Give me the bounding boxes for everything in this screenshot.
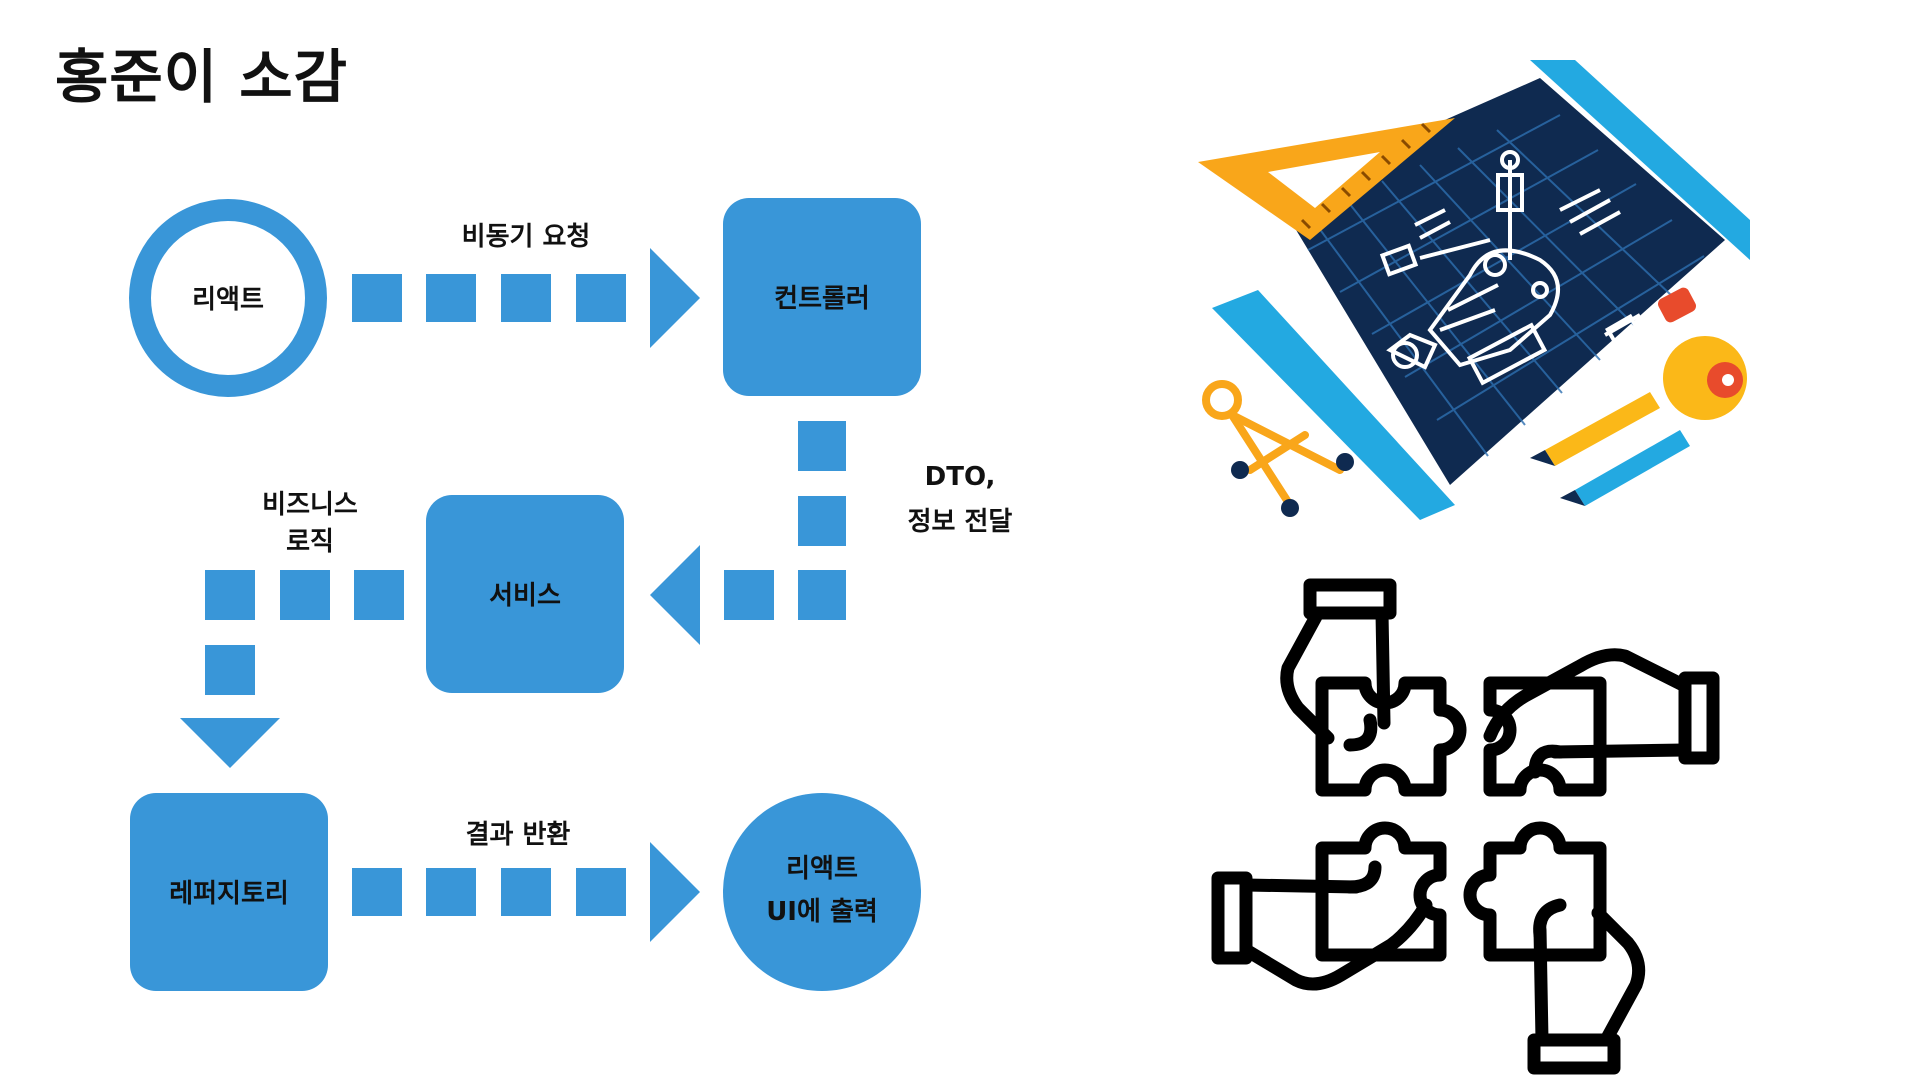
page-title: 홍준이 소감	[55, 43, 348, 111]
pencil-blue	[1575, 430, 1690, 506]
node-react-end-label-line2: UI에 출력	[766, 897, 878, 927]
edge-label-async-request: 비동기 요청	[462, 222, 591, 252]
puzzle-hands-illustration	[1211, 578, 1720, 1075]
node-react-start	[129, 199, 327, 397]
blueprint-illustration	[1198, 60, 1750, 520]
pencil-yellow	[1545, 392, 1660, 466]
node-controller	[723, 198, 921, 396]
node-react-end-label-line1: 리액트	[786, 854, 858, 884]
blueprint-front-roll	[1212, 290, 1455, 520]
edge-label-dto-line2: 정보 전달	[908, 507, 1013, 537]
edge-label-dto-line1: DTO,	[925, 462, 996, 492]
set-square	[1198, 118, 1455, 240]
arrow-repository-to-react-ui	[352, 842, 700, 942]
blueprint-sheet	[1275, 78, 1725, 485]
arrow-controller-to-service	[650, 421, 846, 645]
node-controller-label: 컨트롤러	[774, 284, 870, 314]
node-service-label: 서비스	[489, 581, 561, 611]
edge-label-return-result: 결과 반환	[466, 820, 571, 850]
node-react-start-label: 리액트	[192, 285, 264, 315]
tape-measure	[1663, 336, 1747, 420]
arrow-react-to-controller	[352, 248, 700, 348]
edge-label-business-line2: 로직	[286, 527, 334, 557]
arrow-service-to-repository	[180, 570, 404, 768]
node-service	[426, 495, 624, 693]
compass	[1202, 380, 1344, 509]
node-repository	[130, 793, 328, 991]
blueprint-back-roll	[1530, 60, 1750, 260]
edge-label-business-line1: 비즈니스	[262, 490, 358, 520]
node-react-end	[723, 793, 921, 991]
node-repository-label: 레퍼지토리	[169, 879, 289, 909]
